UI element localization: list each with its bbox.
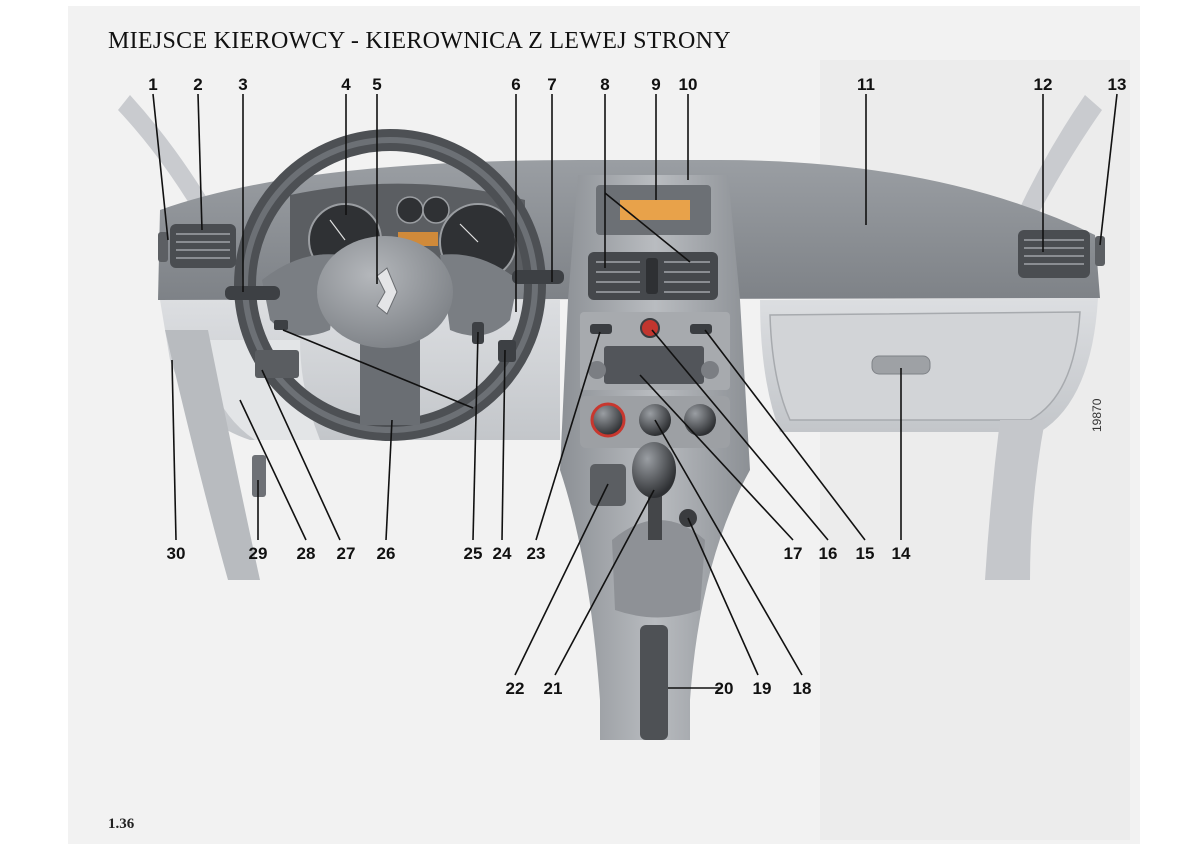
callout-14: 14 [891, 544, 911, 563]
callout-16: 16 [818, 544, 838, 563]
callout-23: 23 [526, 544, 546, 563]
right-side-vent [1018, 230, 1090, 278]
callout-17: 17 [783, 544, 803, 563]
left-door-edge [165, 330, 260, 580]
lighting-stalk [225, 286, 280, 300]
callout-22: 22 [505, 679, 525, 698]
callout-5: 5 [372, 75, 382, 94]
right-a-pillar [1005, 95, 1102, 245]
bonnet-release [252, 455, 266, 497]
column-adjust-lever [385, 410, 415, 424]
callout-11: 11 [857, 75, 875, 94]
page-number: 1.36 [108, 816, 135, 832]
left-switch [590, 324, 612, 334]
callout-3: 3 [238, 75, 248, 94]
gear-knob [632, 442, 676, 498]
callout-20: 20 [714, 679, 734, 698]
callout-6: 6 [511, 75, 521, 94]
gear-boot [612, 520, 705, 618]
callout-1: 1 [148, 75, 158, 94]
callout-28: 28 [296, 544, 316, 563]
right-spoke [440, 254, 518, 336]
page-title: MIEJSCE KIEROWCY - KIEROWNICA Z LEWEJ ST… [108, 28, 731, 54]
callout-4: 4 [341, 75, 351, 94]
temperature-knob [590, 402, 626, 438]
left-side-vent [170, 224, 236, 268]
steering-wheel-highlight [242, 137, 538, 433]
temp-gauge [422, 196, 450, 224]
callout-12: 12 [1033, 75, 1053, 94]
handbrake [640, 625, 668, 740]
callout-9: 9 [651, 75, 661, 94]
headlight-adjust [274, 320, 288, 330]
right-mirror-control [1095, 236, 1105, 266]
callout-30: 30 [166, 544, 186, 563]
leader-lines [152, 93, 1118, 689]
fuse-box-cover [255, 350, 299, 378]
fuel-gauge [396, 196, 424, 224]
callout-18: 18 [792, 679, 812, 698]
central-display [620, 200, 690, 220]
callout-21: 21 [543, 679, 563, 698]
callout-15: 15 [855, 544, 875, 563]
distribution-knob [684, 404, 716, 436]
callout-27: 27 [336, 544, 356, 563]
callout-26: 26 [376, 544, 396, 563]
ignition-switch [498, 340, 516, 362]
callout-19: 19 [752, 679, 772, 698]
left-a-pillar [118, 95, 220, 230]
radio-unit [604, 346, 704, 384]
callout-8: 8 [600, 75, 610, 94]
right-door-edge [985, 420, 1045, 580]
wiper-stalk [512, 270, 564, 284]
brand-logo [376, 267, 398, 315]
callout-2: 2 [193, 75, 203, 94]
left-mirror-control [158, 232, 168, 262]
lower-spoke [360, 340, 420, 425]
callout-10: 10 [678, 75, 698, 94]
callout-13: 13 [1107, 75, 1127, 94]
callout-25: 25 [463, 544, 483, 563]
callout-24: 24 [492, 544, 512, 563]
callout-29: 29 [248, 544, 268, 563]
right-switch [690, 324, 712, 334]
image-reference-code: 19870 [1090, 398, 1104, 432]
callout-7: 7 [547, 75, 557, 94]
